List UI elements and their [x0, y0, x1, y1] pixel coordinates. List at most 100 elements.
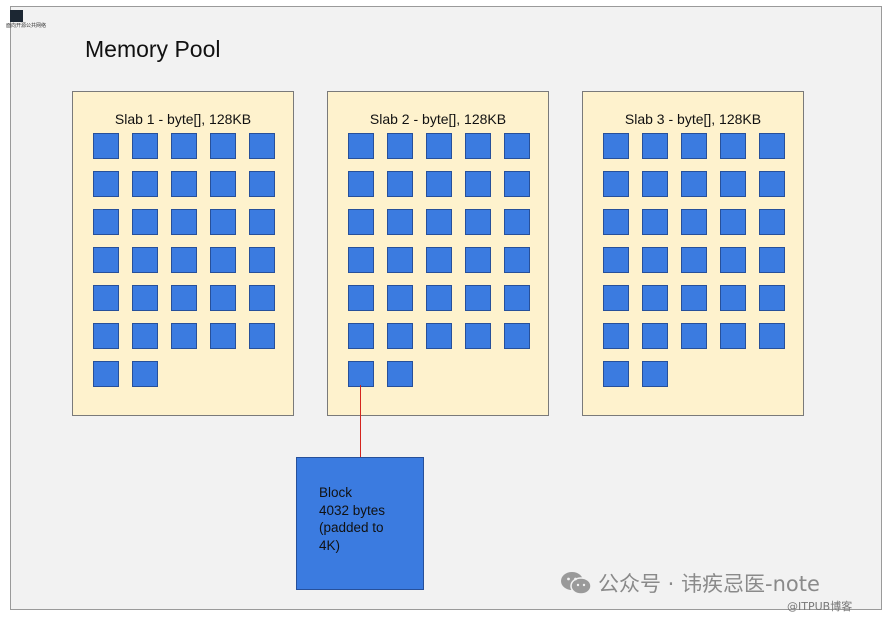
corner-logo-text: 面向开源公共网络: [6, 23, 47, 29]
memory-block: [759, 171, 785, 197]
slab-label: Slab 3 - byte[], 128KB: [624, 111, 762, 127]
corner-logo: 面向开源公共网络: [6, 10, 68, 32]
slab-label: Slab 1 - byte[], 128KB: [114, 111, 252, 127]
memory-block: [465, 323, 491, 349]
memory-block: [642, 361, 668, 387]
memory-block: [759, 323, 785, 349]
memory-block: [210, 323, 236, 349]
memory-block: [759, 247, 785, 273]
memory-block: [93, 323, 119, 349]
memory-block: [348, 171, 374, 197]
memory-block: [720, 285, 746, 311]
memory-block: [387, 247, 413, 273]
memory-block: [348, 361, 374, 387]
memory-block: [465, 133, 491, 159]
memory-block: [603, 323, 629, 349]
memory-block: [681, 133, 707, 159]
memory-block: [387, 285, 413, 311]
memory-block: [210, 247, 236, 273]
memory-block: [642, 209, 668, 235]
memory-block: [681, 247, 707, 273]
memory-block: [93, 209, 119, 235]
slab-blocks: [603, 133, 787, 387]
memory-block: [348, 285, 374, 311]
memory-block: [720, 247, 746, 273]
diagram-title: Memory Pool: [85, 36, 221, 62]
memory-block: [720, 133, 746, 159]
memory-block: [132, 323, 158, 349]
memory-block: [504, 285, 530, 311]
memory-block: [387, 209, 413, 235]
slab-blocks: [348, 133, 532, 387]
memory-block: [759, 285, 785, 311]
memory-block: [603, 133, 629, 159]
memory-block: [504, 171, 530, 197]
memory-block: [132, 133, 158, 159]
memory-block: [642, 171, 668, 197]
memory-block: [387, 171, 413, 197]
memory-block: [681, 209, 707, 235]
memory-block: [720, 323, 746, 349]
memory-block: [603, 171, 629, 197]
memory-block: [504, 247, 530, 273]
memory-block: [210, 171, 236, 197]
memory-block: [681, 171, 707, 197]
block-line: 4032 bytes: [319, 502, 386, 518]
memory-block: [249, 323, 275, 349]
memory-block: [348, 209, 374, 235]
memory-block: [132, 209, 158, 235]
memory-block: [171, 323, 197, 349]
memory-block: [93, 133, 119, 159]
memory-block: [93, 285, 119, 311]
watermark: 公众号 · 讳疾忌医-note: [560, 569, 820, 597]
memory-block: [426, 133, 452, 159]
block-line: 4K): [319, 537, 341, 553]
memory-block: [465, 285, 491, 311]
memory-block: [171, 247, 197, 273]
wechat-icon: [561, 572, 592, 595]
memory-block: [504, 323, 530, 349]
memory-block: [465, 247, 491, 273]
memory-block: [210, 133, 236, 159]
block-detail-box: Block 4032 bytes (padded to 4K): [296, 457, 424, 590]
memory-block: [387, 323, 413, 349]
memory-block: [132, 171, 158, 197]
memory-block: [210, 209, 236, 235]
memory-block: [249, 285, 275, 311]
memory-block: [504, 209, 530, 235]
memory-block: [642, 323, 668, 349]
memory-block: [504, 133, 530, 159]
watermark-text: 公众号 · 讳疾忌医-note: [598, 572, 820, 596]
block-line: (padded to: [319, 520, 384, 535]
memory-block: [603, 209, 629, 235]
memory-block: [171, 171, 197, 197]
memory-block: [93, 361, 119, 387]
memory-block: [348, 247, 374, 273]
slab-label: Slab 2 - byte[], 128KB: [369, 111, 507, 127]
block-connector-line: [360, 385, 361, 458]
memory-block: [426, 285, 452, 311]
memory-block: [426, 209, 452, 235]
memory-block: [249, 247, 275, 273]
memory-block: [132, 247, 158, 273]
memory-block: [387, 361, 413, 387]
memory-block: [603, 285, 629, 311]
memory-block: [171, 209, 197, 235]
memory-block: [249, 133, 275, 159]
block-detail-text: Block 4032 bytes (padded to 4K): [319, 484, 419, 554]
slab-1: Slab 1 - byte[], 128KB: [72, 91, 294, 416]
memory-block: [720, 209, 746, 235]
memory-block: [759, 133, 785, 159]
slab-2: Slab 2 - byte[], 128KB: [327, 91, 549, 416]
memory-block: [132, 285, 158, 311]
memory-block: [642, 285, 668, 311]
memory-block: [387, 133, 413, 159]
memory-block: [603, 247, 629, 273]
memory-block: [681, 285, 707, 311]
memory-block: [210, 285, 236, 311]
memory-block: [465, 209, 491, 235]
slab-blocks: [93, 133, 277, 387]
memory-block: [603, 361, 629, 387]
memory-block: [171, 133, 197, 159]
memory-block: [348, 133, 374, 159]
